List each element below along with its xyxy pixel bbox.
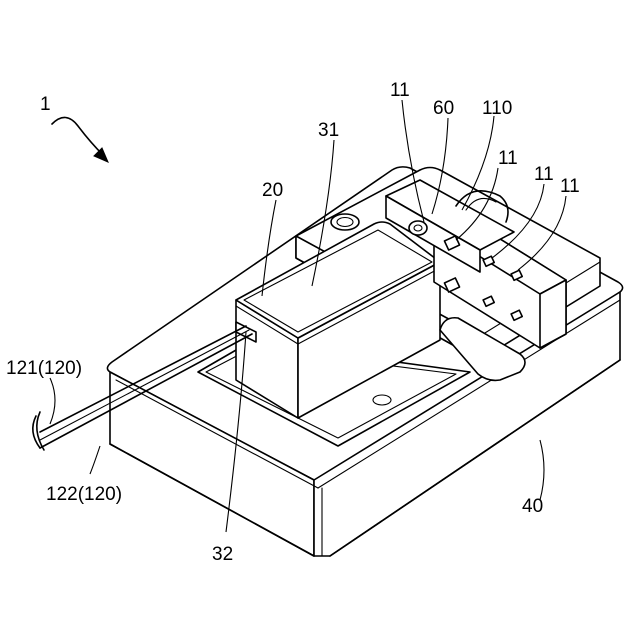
assembly-arrowhead [94, 148, 108, 162]
label-11-top: 11 [390, 80, 410, 101]
label-122: 122(120) [46, 484, 122, 505]
label-31: 31 [318, 120, 339, 141]
assembly-arrow [52, 117, 104, 156]
label-121: 121(120) [6, 358, 82, 379]
label-40: 40 [522, 496, 543, 517]
label-32: 32 [212, 544, 233, 565]
label-11-mid: 11 [498, 148, 518, 169]
label-assembly: 1 [40, 94, 51, 115]
label-60: 60 [433, 98, 454, 119]
label-20: 20 [262, 180, 283, 201]
label-11-right-a: 11 [534, 164, 554, 185]
label-11-right-b: 11 [560, 176, 580, 197]
label-110: 110 [482, 98, 512, 119]
